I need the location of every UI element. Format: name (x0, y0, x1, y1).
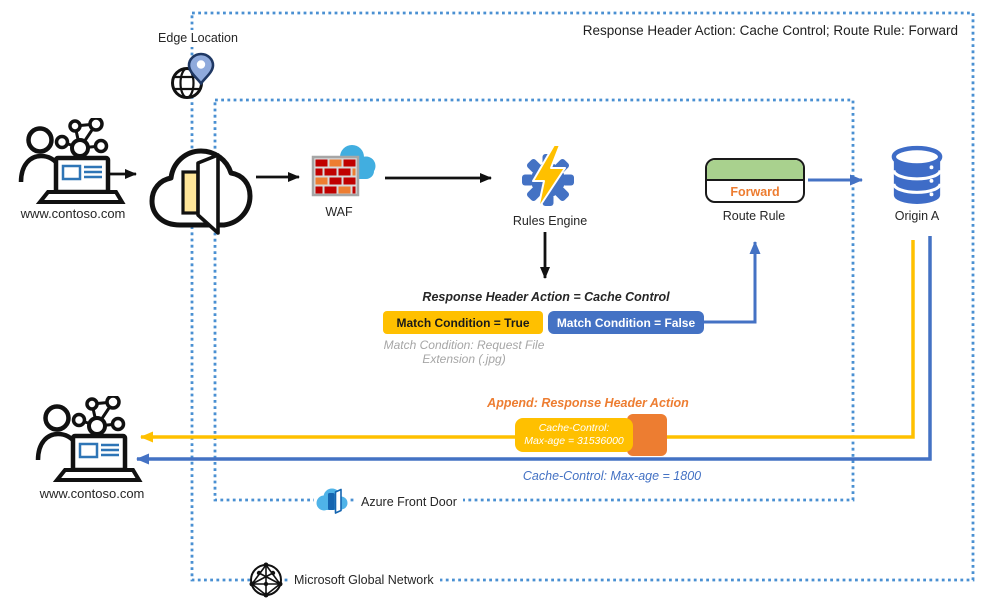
microsoft-global-network-label: Microsoft Global Network (288, 572, 440, 589)
azure-front-door-boundary (213, 98, 855, 502)
route-rule-box: Forward (705, 158, 805, 203)
response-path-origin (136, 236, 932, 465)
match-condition-note-line2: Extension (.jpg) (422, 352, 506, 367)
database-icon (891, 145, 943, 204)
response-header-action-text: Response Header Action = Cache Control (422, 290, 670, 304)
azure-front-door-cloud-icon (314, 487, 350, 515)
match-condition-false-badge: Match Condition = False (548, 311, 704, 334)
cache-control-line2: Max-age = 31536000 (524, 435, 624, 447)
arrow-match-false-to-route-rule (704, 241, 761, 324)
rules-engine-label: Rules Engine (512, 214, 588, 228)
user-top-label: www.contoso.com (20, 206, 126, 221)
route-rule-label: Route Rule (722, 209, 786, 223)
match-condition-note: Match Condition: Request File Extension … (384, 338, 545, 367)
match-condition-true-badge: Match Condition = True (383, 311, 543, 334)
cloud-with-door-icon (149, 148, 253, 235)
azure-front-door-label: Azure Front Door (355, 494, 463, 511)
cache-control-header-text: Cache-Control: Max-age = 31536000 (515, 418, 633, 452)
append-response-header-label: Append: Response Header Action (487, 396, 689, 410)
microsoft-global-network-boundary (190, 11, 975, 582)
origin-label: Origin A (894, 209, 940, 223)
firewall-brick-wall-cloud-icon (311, 145, 376, 197)
users-with-laptop-icon (18, 118, 126, 204)
waf-label: WAF (325, 205, 353, 219)
route-rule-green-bar (707, 160, 803, 181)
response-path-cached (140, 240, 915, 443)
diagram-title: Response Header Action: Cache Control; R… (582, 23, 958, 38)
user-bottom-label: www.contoso.com (39, 486, 145, 501)
gear-lightning-icon (522, 144, 574, 210)
cache-control-origin-label: Cache-Control: Max-age = 1800 (522, 469, 702, 483)
wireframe-globe-network-icon (249, 562, 283, 598)
match-condition-note-line1: Match Condition: Request File (383, 338, 545, 352)
cache-control-appended-segment (627, 414, 667, 456)
route-rule-action: Forward (730, 184, 780, 199)
cache-control-line1: Cache-Control: (538, 421, 610, 434)
cache-control-header-box: Cache-Control: Max-age = 31536000 (515, 414, 667, 456)
users-with-laptop-icon (35, 396, 143, 482)
globe-location-pin-icon (171, 52, 215, 99)
edge-location-label: Edge Location (152, 30, 244, 47)
